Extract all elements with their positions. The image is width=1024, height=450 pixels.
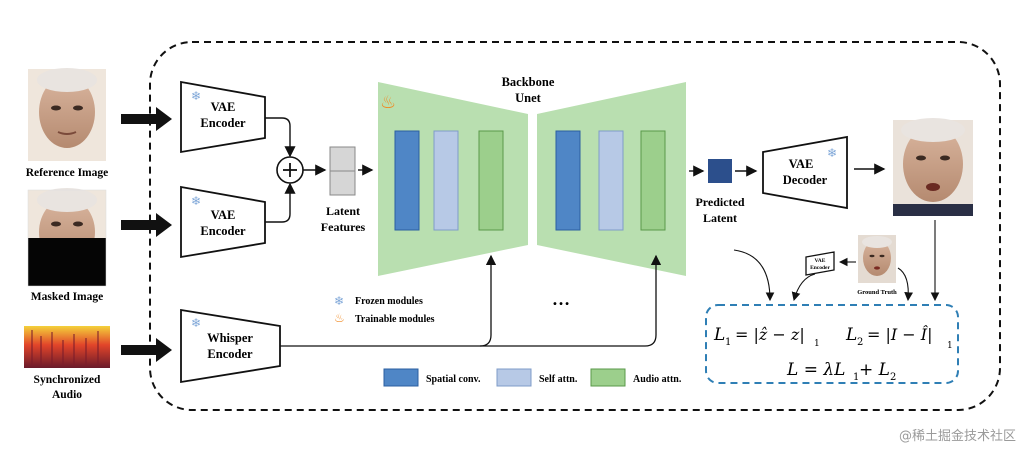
svg-text:VAE: VAE — [211, 100, 236, 114]
predicted-latent-label-1: Predicted — [695, 195, 744, 209]
whisper-encoder: ❄ Whisper Encoder — [180, 308, 281, 384]
input-arrows — [121, 107, 172, 362]
output-image — [893, 118, 973, 216]
fire-icon: ♨ — [380, 92, 396, 113]
snowflake-icon: ❄ — [191, 194, 201, 208]
loss-total: L = λL 1 + L 2 — [786, 360, 896, 383]
svg-text:Encoder: Encoder — [207, 347, 253, 361]
svg-text:1: 1 — [814, 339, 820, 349]
svg-text:VAE: VAE — [789, 157, 814, 171]
svg-text:= |I − Î|: = |I − Î| — [867, 324, 933, 344]
masked-image — [27, 188, 107, 287]
legend-self-attn: Self attn. — [539, 374, 578, 385]
svg-text:1: 1 — [947, 341, 953, 351]
svg-text:= |ẑ − z|: = |ẑ − z| — [735, 325, 805, 344]
unet-decoder-half — [537, 82, 686, 276]
svg-text:L = λL: L = λL — [786, 360, 845, 380]
small-vae-encoder: VAE Encoder — [805, 251, 835, 276]
masked-image-label: Masked Image — [31, 291, 104, 303]
vae-encoder-bottom: ❄ VAE Encoder — [180, 185, 266, 259]
svg-text:2: 2 — [857, 337, 863, 348]
reference-image — [28, 68, 106, 161]
loss-connectors — [733, 220, 940, 302]
fire-icon: ♨ — [334, 311, 345, 325]
block-legend: Spatial conv. Self attn. Audio attn. — [383, 368, 682, 387]
self-attn-block — [598, 130, 624, 231]
svg-text:Encoder: Encoder — [810, 265, 830, 271]
latent-features — [329, 146, 356, 196]
svg-text:Encoder: Encoder — [200, 224, 246, 238]
vae-encoder-top: ❄ VAE Encoder — [180, 80, 266, 154]
model-frame — [149, 41, 1001, 411]
latent-features-label-2: Features — [321, 220, 366, 234]
self-attn-block — [433, 130, 459, 231]
svg-text:1: 1 — [725, 337, 731, 348]
predicted-latent-label-2: Latent — [703, 211, 737, 225]
snowflake-icon: ❄ — [334, 294, 344, 308]
backbone-label-1: Backbone — [502, 75, 555, 89]
latent-features-label-1: Latent — [326, 204, 360, 218]
predicted-latent — [708, 159, 732, 183]
loss-l2: L 2 = |I − Î| 1 — [845, 324, 953, 351]
svg-text:2: 2 — [890, 372, 896, 383]
svg-text:1: 1 — [853, 372, 859, 383]
audio-label-line2: Audio — [52, 389, 82, 401]
vae-decoder: ❄ VAE Decoder — [762, 135, 848, 210]
audio-feature-connectors — [280, 254, 662, 347]
svg-text:L: L — [713, 325, 725, 345]
svg-text:Encoder: Encoder — [200, 116, 246, 130]
legend-audio-attn: Audio attn. — [633, 374, 682, 385]
unet-encoder-half: ♨ — [378, 82, 528, 276]
loss-l1: L 1 = |ẑ − z| 1 — [713, 325, 820, 349]
reference-image-label: Reference Image — [26, 167, 108, 179]
svg-text:Decoder: Decoder — [783, 173, 828, 187]
loss-box — [705, 304, 959, 384]
encoder-connectors — [265, 117, 296, 223]
backbone-label-2: Unet — [515, 91, 542, 105]
snowflake-icon: ❄ — [191, 316, 201, 330]
spatial-conv-block — [555, 130, 581, 231]
legend-frozen: Frozen modules — [355, 296, 423, 307]
snowflake-icon: ❄ — [827, 146, 837, 160]
ellipsis: … — [552, 289, 570, 309]
audio-attn-block — [640, 130, 666, 231]
svg-text:VAE: VAE — [211, 208, 236, 222]
plus-icon — [276, 156, 304, 184]
snowflake-icon: ❄ — [191, 89, 201, 103]
svg-text:VAE: VAE — [815, 258, 826, 264]
spatial-conv-block — [394, 130, 420, 231]
svg-text:+ L: + L — [859, 360, 890, 380]
audio-attn-block — [478, 130, 504, 231]
legend-spatial-conv: Spatial conv. — [426, 374, 481, 385]
svg-text:Whisper: Whisper — [207, 331, 253, 345]
ground-truth-image — [858, 235, 896, 283]
watermark: @稀土掘金技术社区 — [899, 428, 1016, 444]
ground-truth-label: Ground Truth — [857, 289, 897, 296]
svg-text:L: L — [845, 325, 857, 345]
legend-trainable: Trainable modules — [355, 314, 435, 325]
audio-label-line1: Synchronized — [34, 374, 101, 386]
audio-spectrogram — [24, 326, 110, 368]
